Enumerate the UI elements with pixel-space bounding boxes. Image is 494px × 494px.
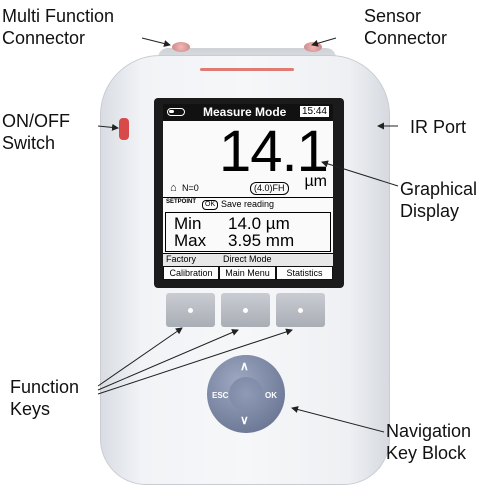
max-label: Max [174,231,207,250]
function-key-right[interactable] [276,293,325,327]
function-key-left[interactable] [166,293,215,327]
callout-sensor-connector: Sensor Connector [364,6,448,48]
esc-key[interactable]: ESC [212,391,229,400]
callout-multi-function-connector: Multi Function Connector [2,6,115,48]
ok-key[interactable]: OK [265,391,277,400]
clock: 15:44 [299,106,329,117]
min-label: Min [174,214,202,233]
navigation-center [229,377,263,411]
graphical-display: Measure Mode 15:44 14.1 µm ⌂ N=0 (4.0)FH… [163,104,333,280]
setpoint-row: SETPOINT OK Save reading [163,197,333,212]
probe-badge: (4.0)FH [250,182,289,195]
sensor-connector[interactable] [304,42,322,52]
min-value: 14.0 µm [228,214,290,233]
direct-mode-label: Direct Mode [223,254,272,264]
house-icon: ⌂ [170,182,177,194]
ok-badge: OK [202,200,219,210]
save-reading-text: Save reading [221,199,275,209]
up-arrow-key[interactable]: ∧ [240,359,249,373]
statistics-block: Min 14.0 µm Max 3.95 mm [165,212,331,252]
softkey-bar: Calibration Main Menu Statistics [163,266,333,280]
callout-graphical-display: Graphical Display [400,179,478,221]
reading-value: 14.1 [219,119,329,184]
down-arrow-key[interactable]: ∨ [240,413,249,427]
status-bar: Measure Mode 15:44 [163,104,333,121]
reading-unit: µm [304,173,327,190]
function-key-middle[interactable] [221,293,270,327]
softkey-calibration[interactable]: Calibration [164,267,218,279]
on-off-switch[interactable] [119,118,129,140]
softkey-statistics[interactable]: Statistics [277,267,332,279]
reading-count: N=0 [182,183,199,193]
multi-function-connector[interactable] [172,42,190,52]
arrow-icon [141,37,171,47]
mode-title: Measure Mode [203,105,287,119]
info-row: Factory Direct Mode [163,253,333,266]
callout-function-keys: Function Keys [10,377,80,419]
setpoint-label: SETPOINT [166,199,197,205]
max-value: 3.95 mm [228,231,295,250]
callout-on-off-switch: ON/OFF Switch [2,111,70,153]
battery-icon [167,108,185,116]
callout-ir-port: IR Port [410,117,467,137]
callout-navigation-key-block: Navigation Key Block [386,421,472,463]
factory-label: Factory [166,254,197,264]
top-indicator-strip [200,68,294,71]
softkey-main-menu[interactable]: Main Menu [220,267,275,279]
